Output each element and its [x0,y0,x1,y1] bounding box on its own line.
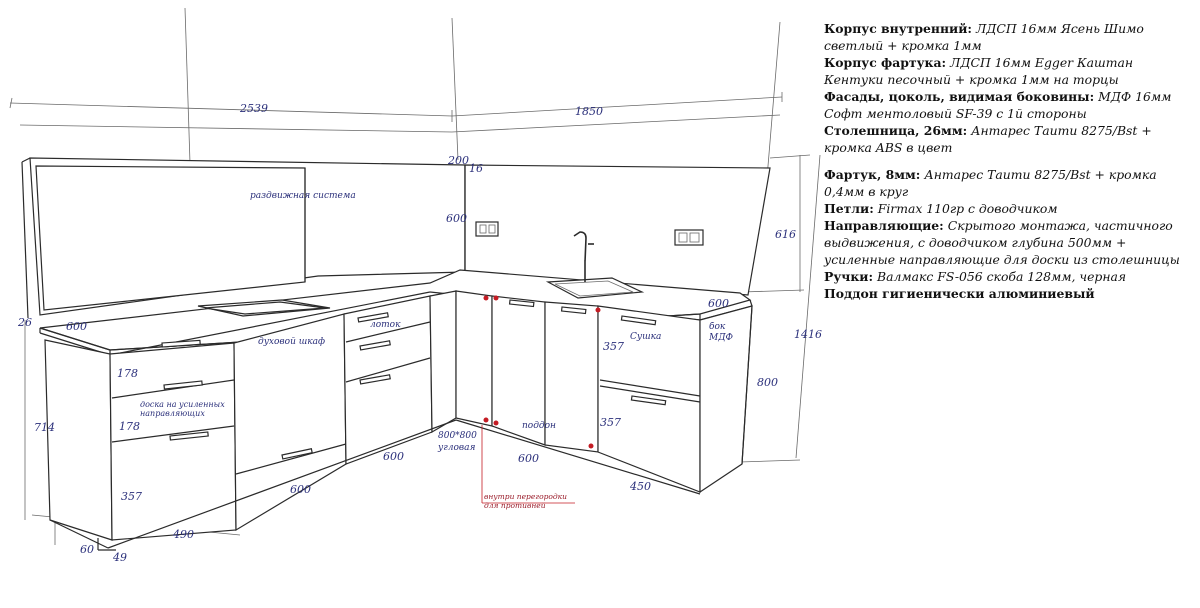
hinge-markers [483,295,601,449]
note-sliding-system: раздвижная система [250,191,356,201]
dim-top-right: 1850 [575,105,603,118]
dim-right-616: 616 [775,228,796,241]
handles-right [508,299,667,406]
dim-drawer-357: 357 [121,490,142,503]
dim-width-600-sink: 600 [518,452,539,465]
partitions-callout [481,425,575,504]
dim-right-800: 800 [757,376,778,389]
faucet-icon [573,231,587,282]
spec-handles: Ручки: Валмакс FS-056 скоба 128мм, черна… [824,269,1127,284]
dim-drawer-357-right-bottom: 357 [600,416,621,429]
dim-corner-16: 16 [469,162,483,175]
hob [197,299,331,317]
dim-width-600-drawers: 600 [383,450,404,463]
dim-right-1416: 1416 [794,328,822,341]
spec-hinges: Петли: Firmax 110гр с доводчиком [824,201,1058,216]
dim-left-714: 714 [34,421,55,434]
dim-width-450: 450 [629,480,651,493]
spec-runners: Направляющие: Скрытого монтажа, частично… [824,218,1180,267]
note-side-mdf: бок МДФ [709,322,733,343]
left-cabinets [44,290,457,551]
dim-drawer-178b: 178 [119,420,140,433]
note-pallet: поддон [522,421,556,431]
apron [21,157,771,319]
dim-plinth-60: 60 [80,543,94,556]
spec-facades: Фасады, цоколь, видимая боковины: МДФ 16… [824,89,1172,121]
note-oven: духовой шкаф [258,337,325,347]
dim-width-490: 490 [172,528,194,541]
dim-drawer-178a: 178 [117,367,138,380]
dim-top-left: 2539 [239,102,268,115]
dim-plinth-49: 49 [112,551,127,564]
dim-right-depth: 600 [708,297,729,310]
dim-apron-height: 600 [446,212,467,225]
spec-pallet: Поддон гигиенически алюминиевый [824,286,1095,301]
spec-apron: Фартук, 8мм: Антарес Таити 8275/Bst + кр… [824,167,1157,199]
note-dryer: Сушка [630,332,661,342]
note-reinforced-board: доска на усиленных направляющих [140,400,225,418]
spec-countertop: Столешница, 26мм: Антарес Таити 8275/Bst… [824,123,1152,155]
right-cabinets [455,290,753,495]
note-corner-size: 800*800 [438,431,477,441]
note-corner: угловая [437,443,476,453]
sink [545,231,645,299]
material-spec: Корпус внутренний: ЛДСП 16мм Ясень Шимо … [824,20,1192,302]
room-walls [19,7,781,191]
spec-body-inner: Корпус внутренний: ЛДСП 16мм Ясень Шимо … [824,21,1144,53]
dim-left-depth: 600 [66,320,87,333]
dim-corner-200: 200 [447,154,469,167]
note-partitions: внутри перегородки для противней [484,492,567,510]
dim-width-600-oven: 600 [290,483,311,496]
spec-body-apron: Корпус фартука: ЛДСП 16мм Egger Каштан К… [824,55,1134,87]
dim-left-26: 26 [17,316,32,329]
handles-left [161,312,391,460]
dim-drawer-357-right-top: 357 [603,340,624,353]
note-tray: лоток [370,320,401,330]
